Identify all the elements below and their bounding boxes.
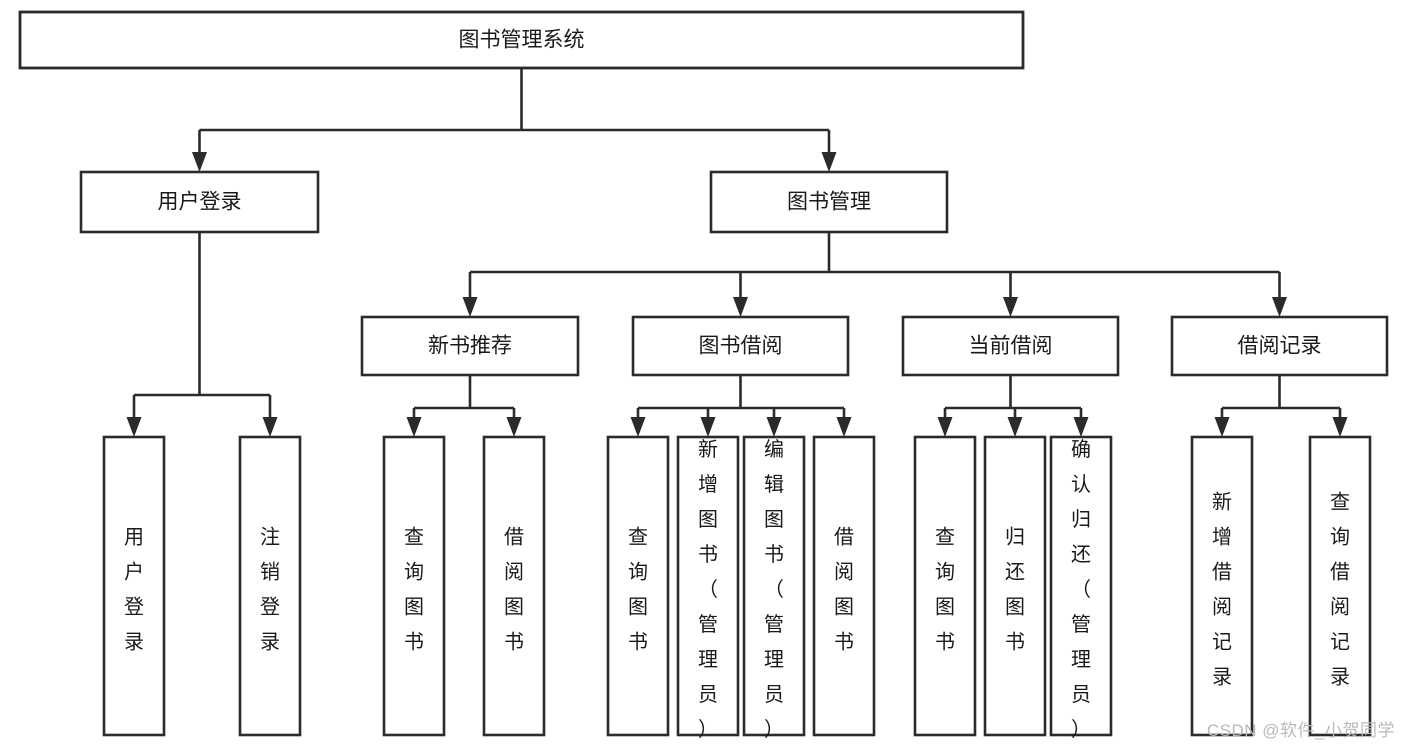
node-leaf-logout[interactable]: 注销登录 <box>238 435 302 737</box>
node-label: 用户登录 <box>124 526 144 653</box>
arrow-head-icon <box>766 417 782 437</box>
node-leaf-borrow-book-1[interactable]: 借阅图书 <box>482 435 546 737</box>
arrow-head-icon <box>733 297 748 317</box>
node-box[interactable] <box>238 435 302 737</box>
arrow-head-icon <box>192 152 207 172</box>
node-box[interactable] <box>983 435 1047 737</box>
node-label: 图书管理 <box>787 191 871 214</box>
connector-group <box>630 375 852 437</box>
node-box[interactable] <box>812 435 876 737</box>
node-box[interactable] <box>742 435 806 737</box>
node-current-borrow[interactable]: 当前借阅 <box>901 315 1120 377</box>
node-label: 新增图书（管理员） <box>698 438 718 741</box>
node-label: 查询图书 <box>404 525 424 653</box>
node-box[interactable] <box>79 170 320 234</box>
node-label: 新增借阅记录 <box>1212 490 1232 688</box>
node-leaf-query-book-1[interactable]: 查询图书 <box>382 435 446 737</box>
node-label: 借阅图书 <box>504 525 524 653</box>
node-book-borrow[interactable]: 图书借阅 <box>631 315 850 377</box>
arrow-head-icon <box>700 417 716 437</box>
arrow-head-icon <box>1073 417 1089 437</box>
node-new-book-rec[interactable]: 新书推荐 <box>360 315 580 377</box>
node-leaf-query-record[interactable]: 查询借阅记录 <box>1308 435 1372 737</box>
node-label: 图书管理系统 <box>459 29 585 52</box>
node-box[interactable] <box>1190 435 1254 737</box>
node-box[interactable] <box>676 435 740 737</box>
node-book-manage[interactable]: 图书管理 <box>709 170 949 234</box>
node-user-login[interactable]: 用户登录 <box>79 170 320 234</box>
node-leaf-add-record[interactable]: 新增借阅记录 <box>1190 435 1254 737</box>
arrow-head-icon <box>630 417 646 437</box>
connector-group <box>406 375 522 437</box>
node-box[interactable] <box>631 315 850 377</box>
node-label: 借阅记录 <box>1238 335 1322 358</box>
node-box[interactable] <box>913 435 977 737</box>
watermark-text: CSDN @软件_小贺同学 <box>1206 721 1395 740</box>
node-label: 新书推荐 <box>428 335 512 358</box>
arrow-head-icon <box>262 417 278 437</box>
node-box[interactable] <box>360 315 580 377</box>
connector-group <box>126 232 278 437</box>
node-label: 借阅图书 <box>834 525 854 653</box>
connector-group <box>192 68 837 172</box>
arrow-head-icon <box>506 417 522 437</box>
node-label: 查询借阅记录 <box>1330 490 1350 688</box>
node-box[interactable] <box>901 315 1120 377</box>
node-box[interactable] <box>606 435 670 737</box>
node-leaf-confirm-return[interactable]: 确认归还（管理员） <box>1049 435 1113 741</box>
arrow-head-icon <box>1272 297 1287 317</box>
arrow-head-icon <box>1007 417 1023 437</box>
node-box[interactable] <box>709 170 949 234</box>
node-leaf-return-book[interactable]: 归还图书 <box>983 435 1047 737</box>
node-box[interactable] <box>102 435 166 737</box>
arrow-head-icon <box>126 417 142 437</box>
node-box[interactable] <box>1049 435 1113 737</box>
node-label: 编辑图书（管理员） <box>764 438 784 741</box>
node-label: 查询图书 <box>628 525 648 653</box>
node-leaf-query-book-2[interactable]: 查询图书 <box>606 435 670 737</box>
arrow-head-icon <box>821 152 837 172</box>
connector-group <box>937 375 1089 437</box>
node-box[interactable] <box>1308 435 1372 737</box>
node-label: 归还图书 <box>1005 525 1025 653</box>
node-label: 注销登录 <box>260 525 280 653</box>
arrow-head-icon <box>1332 417 1348 437</box>
node-box[interactable] <box>382 435 446 737</box>
arrow-head-icon <box>462 297 478 317</box>
arrow-head-icon <box>406 417 422 437</box>
node-leaf-user-login[interactable]: 用户登录 <box>102 435 166 737</box>
connector-group <box>1214 375 1348 437</box>
node-leaf-borrow-book-2[interactable]: 借阅图书 <box>812 435 876 737</box>
node-label: 确认归还（管理员） <box>1071 438 1091 741</box>
node-label: 查询图书 <box>935 525 955 653</box>
arrow-head-icon <box>836 417 852 437</box>
node-root[interactable]: 图书管理系统 <box>18 10 1025 70</box>
node-label: 用户登录 <box>158 191 242 214</box>
node-leaf-add-book[interactable]: 新增图书（管理员） <box>676 435 740 741</box>
connector-group <box>462 232 1287 317</box>
node-label: 当前借阅 <box>969 335 1053 358</box>
node-box[interactable] <box>1170 315 1389 377</box>
arrow-head-icon <box>1214 417 1230 437</box>
node-layer: 图书管理系统用户登录图书管理新书推荐图书借阅当前借阅借阅记录用户登录注销登录查询… <box>18 10 1389 741</box>
node-leaf-edit-book[interactable]: 编辑图书（管理员） <box>742 435 806 741</box>
node-box[interactable] <box>18 10 1025 70</box>
node-leaf-query-book-3[interactable]: 查询图书 <box>913 435 977 737</box>
node-box[interactable] <box>482 435 546 737</box>
connector-layer <box>126 68 1348 437</box>
node-borrow-record[interactable]: 借阅记录 <box>1170 315 1389 377</box>
arrow-head-icon <box>937 417 953 437</box>
arrow-head-icon <box>1003 297 1018 317</box>
node-label: 图书借阅 <box>699 335 783 358</box>
